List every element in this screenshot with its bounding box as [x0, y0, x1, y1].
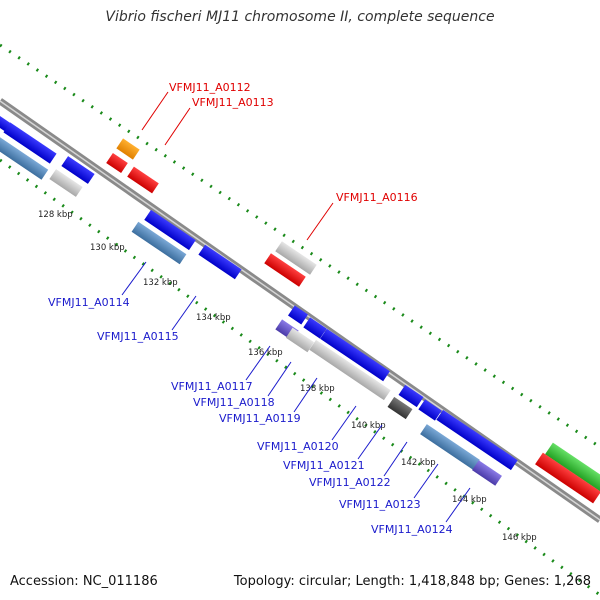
gene-label-a0118[interactable]: VFMJ11_A0118: [193, 396, 275, 409]
gene-arrow[interactable]: [0, 112, 12, 132]
scale-label: 130 kbp: [90, 243, 125, 253]
gene-features: [0, 112, 600, 504]
gene-arrow[interactable]: [116, 138, 140, 160]
gene-arrow[interactable]: [49, 169, 83, 197]
gene-arrow[interactable]: [288, 305, 308, 325]
gene-arrow[interactable]: [0, 136, 49, 180]
scale-label: 146 kbp: [502, 533, 537, 543]
gene-label-a0122[interactable]: VFMJ11_A0122: [309, 476, 391, 489]
gene-arrow[interactable]: [320, 328, 390, 382]
gene-arrow[interactable]: [198, 244, 242, 280]
gene-arrow[interactable]: [398, 384, 424, 408]
gene-arrow[interactable]: [61, 156, 95, 184]
gene-arrow[interactable]: [309, 339, 391, 401]
inner-tick-ring: [0, 158, 600, 597]
scale-label: 142 kbp: [401, 458, 436, 468]
gene-label-a0123[interactable]: VFMJ11_A0123: [339, 498, 421, 511]
accession-text: Accession: NC_011186: [10, 574, 158, 589]
gene-arrow[interactable]: [264, 253, 306, 287]
gene-label-a0115[interactable]: VFMJ11_A0115: [97, 330, 179, 343]
gene-label-a0117[interactable]: VFMJ11_A0117: [171, 380, 253, 393]
gene-arrow[interactable]: [303, 317, 327, 339]
scale-label: 128 kbp: [38, 210, 73, 220]
scale-label: 138 kbp: [300, 384, 335, 394]
gene-arrow[interactable]: [127, 166, 159, 194]
bottom-gene-labels: VFMJ11_A0114 VFMJ11_A0115 VFMJ11_A0117 V…: [48, 261, 471, 536]
map-title: Vibrio fischeri MJ11 chromosome II, comp…: [105, 9, 495, 25]
scale-labels: 128 kbp 130 kbp 132 kbp 134 kbp 136 kbp …: [38, 210, 537, 543]
gene-label-a0112[interactable]: VFMJ11_A0112: [169, 81, 251, 94]
gene-arrow[interactable]: [387, 396, 413, 420]
gene-arrow[interactable]: [131, 221, 187, 265]
gene-arrow[interactable]: [275, 241, 317, 275]
scale-label: 144 kbp: [452, 495, 487, 505]
gene-label-a0113[interactable]: VFMJ11_A0113: [192, 96, 274, 109]
topology-text: Topology: circular; Length: 1,418,848 bp…: [233, 574, 591, 589]
gene-arrow[interactable]: [144, 209, 196, 251]
gene-label-a0114[interactable]: VFMJ11_A0114: [48, 296, 130, 309]
gene-arrow[interactable]: [418, 399, 442, 421]
gene-arrow[interactable]: [3, 122, 57, 164]
gene-label-a0119[interactable]: VFMJ11_A0119: [219, 412, 301, 425]
top-gene-labels: VFMJ11_A0112 VFMJ11_A0113 VFMJ11_A0116: [141, 81, 418, 241]
gene-arrow[interactable]: [472, 460, 502, 486]
gene-label-a0120[interactable]: VFMJ11_A0120: [257, 440, 339, 453]
gene-label-a0121[interactable]: VFMJ11_A0121: [283, 459, 365, 472]
scale-label: 132 kbp: [143, 278, 178, 288]
gene-arrow[interactable]: [420, 424, 480, 470]
gene-label-a0116[interactable]: VFMJ11_A0116: [336, 191, 418, 204]
gene-arrow[interactable]: [535, 452, 600, 504]
gene-arrow[interactable]: [436, 409, 518, 471]
gene-arrow[interactable]: [285, 327, 315, 353]
gene-arrow[interactable]: [545, 442, 600, 494]
scale-label: 140 kbp: [351, 421, 386, 431]
gene-label-a0124[interactable]: VFMJ11_A0124: [371, 523, 453, 536]
gene-arrow[interactable]: [106, 152, 128, 174]
scale-label: 134 kbp: [196, 313, 231, 323]
